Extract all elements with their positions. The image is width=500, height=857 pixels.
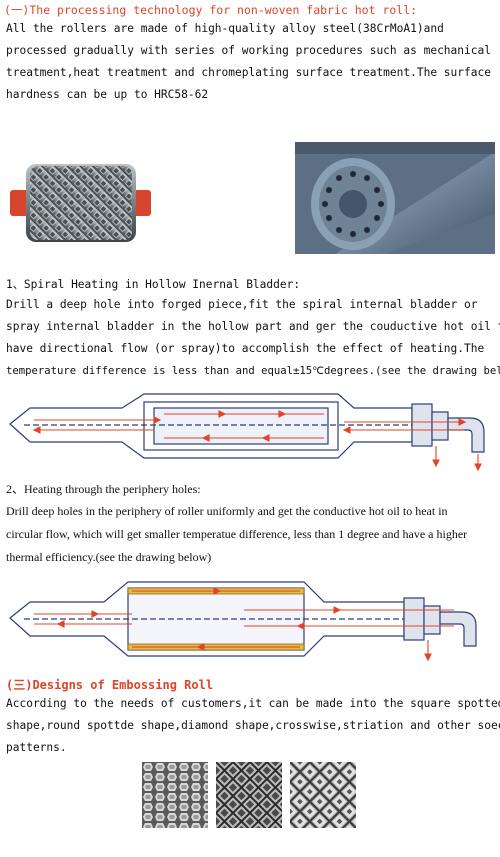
paragraph-line: thermal efficiency.(see the drawing belo…: [6, 550, 212, 564]
embossed-roller-photo: [8, 146, 153, 256]
periphery-heating-diagram: [4, 574, 496, 664]
section-title-processing: (一)The processing technology for non-wov…: [4, 3, 418, 17]
paragraph-line: spray internal bladder in the hollow par…: [6, 320, 500, 333]
spiral-heating-heading: 1、Spiral Heating in Hollow Inernal Bladd…: [6, 278, 301, 291]
paragraph-line: patterns.: [6, 741, 67, 754]
paragraph-line: Drill a deep hole into forged piece,fit …: [6, 298, 478, 311]
paragraph-line: Drill deep holes in the periphery of rol…: [6, 504, 448, 518]
section-title-embossing: (三)Designs of Embossing Roll: [6, 678, 214, 692]
paragraph-line: shape,round spottde shape,diamond shape,…: [6, 719, 500, 732]
periphery-heating-heading: 2、Heating through the periphery holes:: [6, 482, 201, 496]
processing-paragraph: All the rollers are made of high-quality…: [6, 18, 496, 106]
paragraph-line: treatment,heat treatment and chromeplati…: [6, 66, 491, 79]
paragraph-line: All the rollers are made of high-quality…: [6, 22, 444, 35]
steel-roller-photo: [295, 142, 495, 254]
diamond-pattern-sample: [216, 762, 282, 828]
paragraph-line: temperature difference is less than and …: [6, 365, 500, 377]
spiral-paragraph: Drill a deep hole into forged piece,fit …: [6, 294, 500, 382]
periphery-paragraph: Drill deep holes in the periphery of rol…: [6, 500, 496, 569]
crosswise-pattern-sample: [290, 762, 356, 828]
paragraph-line: circular flow, which will get smaller te…: [6, 527, 468, 541]
paragraph-line: processed gradually with series of worki…: [6, 44, 491, 57]
spiral-heating-diagram: [4, 384, 496, 472]
embossing-paragraph: According to the needs of customers,it c…: [6, 693, 500, 759]
paragraph-line: have directional flow (or spray)to accom…: [6, 342, 485, 355]
paragraph-line: hardness can be up to HRC58-62: [6, 88, 209, 101]
hexagon-pattern-sample: [142, 762, 208, 828]
paragraph-line: According to the needs of customers,it c…: [6, 697, 500, 710]
